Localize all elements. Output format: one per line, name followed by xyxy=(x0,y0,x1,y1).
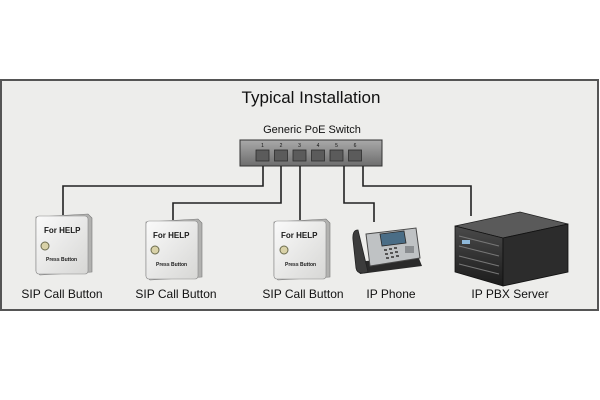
sip-call-button-icon: For HELP Press Button xyxy=(145,218,203,281)
cable-5 xyxy=(362,166,472,216)
cable-2 xyxy=(172,166,282,220)
device-label-sip-call-button-2: SIP Call Button xyxy=(135,287,216,301)
switch-port xyxy=(292,149,307,162)
panel-bottom-text: Press Button xyxy=(46,257,77,263)
help-button-icon xyxy=(40,241,50,251)
switch-port xyxy=(274,149,288,162)
switch-port-number: 1 xyxy=(261,143,264,149)
device-label-sip-call-button-3: SIP Call Button xyxy=(262,287,343,301)
sip-call-button-icon: For HELP Press Button xyxy=(35,213,93,276)
switch-port xyxy=(329,149,344,162)
cable-4 xyxy=(343,166,375,222)
panel-bottom-text: Press Button xyxy=(156,262,187,268)
connection-lines xyxy=(62,166,472,222)
device-label-ip-pbx-server: IP PBX Server xyxy=(471,287,548,301)
poe-switch-icon: 1 2 3 4 5 6 xyxy=(239,139,383,167)
server-icon xyxy=(454,211,569,287)
panel-top-text: For HELP xyxy=(44,226,81,235)
cable-1 xyxy=(62,166,264,215)
panel-bottom-text: Press Button xyxy=(285,262,316,268)
switch-port-number: 3 xyxy=(298,143,301,149)
help-button-icon xyxy=(279,245,289,255)
switch-port xyxy=(348,149,362,162)
diagram-title: Typical Installation xyxy=(242,88,381,107)
device-label-sip-call-button-1: SIP Call Button xyxy=(21,287,102,301)
sip-call-button-icon: For HELP Press Button xyxy=(273,218,331,281)
switch-port-number: 2 xyxy=(280,143,283,149)
help-button-icon xyxy=(150,245,160,255)
panel-top-text: For HELP xyxy=(281,231,318,240)
switch-port-number: 5 xyxy=(335,143,338,149)
device-label-ip-phone: IP Phone xyxy=(366,287,415,301)
ip-phone-icon xyxy=(352,227,422,274)
panel-top-text: For HELP xyxy=(153,231,190,240)
switch-port xyxy=(255,149,270,162)
switch-port-number: 6 xyxy=(354,143,357,149)
switch-port-number: 4 xyxy=(317,143,320,149)
switch-label: Generic PoE Switch xyxy=(263,124,361,136)
switch-port xyxy=(311,149,325,162)
